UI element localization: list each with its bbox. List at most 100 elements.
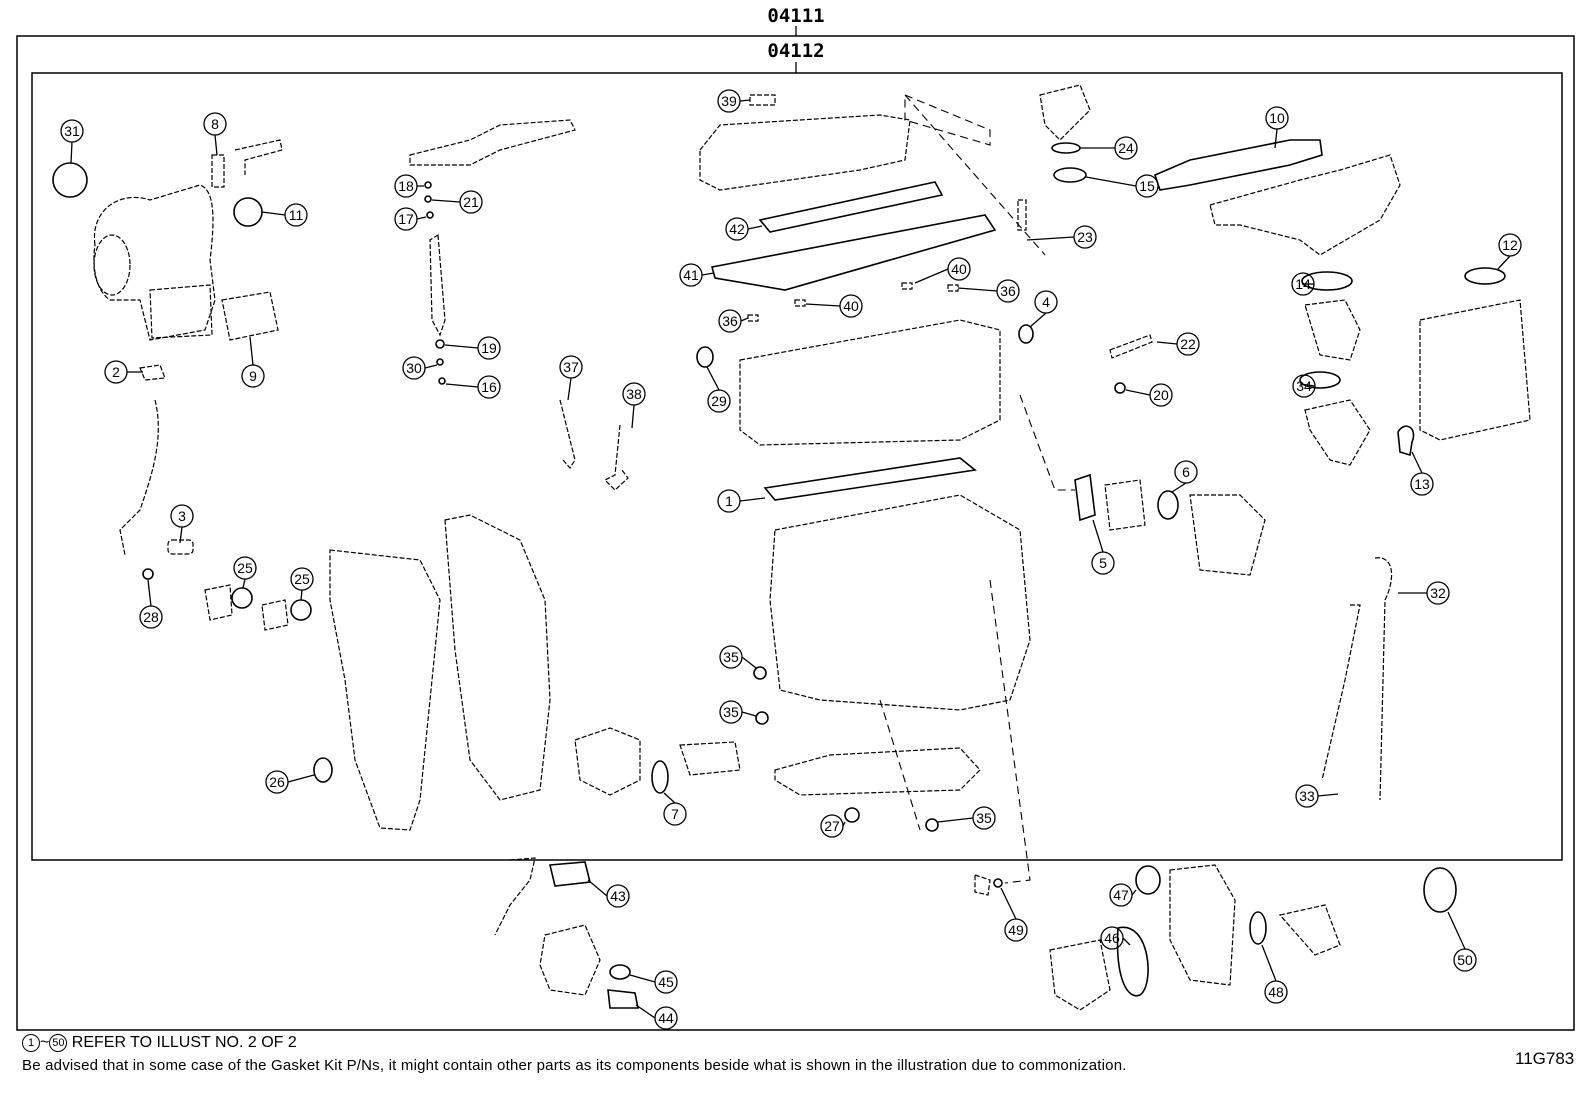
svg-text:35: 35 bbox=[723, 704, 739, 720]
callout-25b[interactable]: 25 bbox=[290, 567, 314, 601]
svg-text:22: 22 bbox=[1180, 336, 1196, 352]
callout-46[interactable]: 46 bbox=[1100, 926, 1131, 950]
svg-text:36: 36 bbox=[1000, 283, 1016, 299]
svg-text:31: 31 bbox=[64, 123, 80, 139]
callout-36a[interactable]: 36 bbox=[718, 309, 749, 333]
callout-8[interactable]: 8 bbox=[203, 112, 227, 156]
callout-2[interactable]: 2 bbox=[104, 360, 143, 384]
callout-22[interactable]: 22 bbox=[1156, 332, 1200, 356]
svg-text:26: 26 bbox=[269, 774, 285, 790]
callout-41[interactable]: 41 bbox=[679, 263, 715, 287]
callout-30[interactable]: 30 bbox=[402, 356, 438, 380]
callout-28[interactable]: 28 bbox=[139, 579, 163, 629]
svg-text:24: 24 bbox=[1118, 140, 1134, 156]
callout-14[interactable]: 14 bbox=[1291, 272, 1315, 296]
svg-text:20: 20 bbox=[1153, 387, 1169, 403]
callout-6[interactable]: 6 bbox=[1171, 460, 1198, 493]
svg-text:17: 17 bbox=[398, 211, 414, 227]
svg-text:16: 16 bbox=[481, 379, 497, 395]
svg-text:21: 21 bbox=[463, 194, 479, 210]
svg-text:10: 10 bbox=[1269, 110, 1285, 126]
callout-45[interactable]: 45 bbox=[629, 970, 678, 994]
callout-39[interactable]: 39 bbox=[717, 89, 751, 113]
callout-1[interactable]: 1 bbox=[717, 489, 766, 513]
svg-text:38: 38 bbox=[626, 386, 642, 402]
callout-35c[interactable]: 35 bbox=[937, 806, 996, 830]
callout-40b[interactable]: 40 bbox=[805, 294, 863, 318]
callout-40a[interactable]: 40 bbox=[914, 257, 971, 284]
callout-21[interactable]: 21 bbox=[431, 190, 483, 214]
callout-9[interactable]: 9 bbox=[241, 336, 265, 388]
callout-20[interactable]: 20 bbox=[1125, 383, 1173, 407]
callout-13[interactable]: 13 bbox=[1410, 451, 1434, 496]
callout-18[interactable]: 18 bbox=[394, 174, 424, 198]
svg-text:23: 23 bbox=[1077, 229, 1093, 245]
svg-text:9: 9 bbox=[249, 368, 257, 384]
svg-text:7: 7 bbox=[671, 806, 679, 822]
svg-text:47: 47 bbox=[1113, 887, 1129, 903]
callout-7[interactable]: 7 bbox=[663, 792, 687, 826]
callout-50[interactable]: 50 bbox=[1447, 911, 1477, 972]
callout-5[interactable]: 5 bbox=[1091, 519, 1115, 575]
callout-27[interactable]: 27 bbox=[820, 814, 846, 838]
svg-text:44: 44 bbox=[658, 1010, 674, 1026]
callout-32[interactable]: 32 bbox=[1398, 581, 1450, 605]
svg-text:3: 3 bbox=[178, 508, 186, 524]
svg-text:33: 33 bbox=[1299, 788, 1315, 804]
svg-text:4: 4 bbox=[1042, 294, 1050, 310]
svg-text:48: 48 bbox=[1268, 984, 1284, 1000]
svg-text:14: 14 bbox=[1295, 276, 1311, 292]
callout-24[interactable]: 24 bbox=[1080, 136, 1138, 160]
callout-31[interactable]: 31 bbox=[60, 119, 84, 164]
callout-44[interactable]: 44 bbox=[635, 1004, 678, 1030]
callout-15[interactable]: 15 bbox=[1085, 174, 1159, 198]
svg-text:19: 19 bbox=[481, 340, 497, 356]
svg-text:39: 39 bbox=[721, 93, 737, 109]
callout-29[interactable]: 29 bbox=[706, 366, 731, 413]
callout-17[interactable]: 17 bbox=[394, 207, 427, 231]
callout-16[interactable]: 16 bbox=[445, 375, 501, 399]
svg-text:6: 6 bbox=[1182, 464, 1190, 480]
callout-37[interactable]: 37 bbox=[559, 355, 583, 401]
svg-text:46: 46 bbox=[1104, 930, 1120, 946]
callout-23[interactable]: 23 bbox=[1026, 225, 1097, 249]
callout-35a[interactable]: 35 bbox=[719, 645, 757, 669]
svg-text:2: 2 bbox=[112, 364, 120, 380]
svg-text:18: 18 bbox=[398, 178, 414, 194]
ref-start-circle: 1 bbox=[22, 1034, 40, 1052]
svg-text:37: 37 bbox=[563, 359, 579, 375]
svg-text:15: 15 bbox=[1139, 178, 1155, 194]
callout-33[interactable]: 33 bbox=[1295, 784, 1339, 808]
callout-43[interactable]: 43 bbox=[587, 879, 630, 908]
callout-3[interactable]: 3 bbox=[170, 504, 194, 544]
top-part-number[interactable]: 04111 bbox=[767, 5, 824, 27]
callout-19[interactable]: 19 bbox=[444, 336, 501, 360]
svg-text:8: 8 bbox=[211, 116, 219, 132]
callout-34[interactable]: 34 bbox=[1292, 374, 1316, 398]
svg-text:25: 25 bbox=[237, 560, 253, 576]
svg-text:32: 32 bbox=[1430, 585, 1446, 601]
svg-text:50: 50 bbox=[1457, 952, 1473, 968]
svg-text:36: 36 bbox=[722, 313, 738, 329]
callout-48[interactable]: 48 bbox=[1261, 944, 1288, 1004]
callout-26[interactable]: 26 bbox=[265, 770, 315, 794]
callout-12[interactable]: 12 bbox=[1496, 233, 1522, 271]
callout-4[interactable]: 4 bbox=[1029, 290, 1058, 328]
callout-25a[interactable]: 25 bbox=[233, 556, 257, 589]
callout-10[interactable]: 10 bbox=[1265, 106, 1289, 149]
callout-36b[interactable]: 36 bbox=[957, 279, 1020, 303]
callout-38[interactable]: 38 bbox=[622, 382, 646, 429]
svg-text:40: 40 bbox=[951, 261, 967, 277]
svg-text:25: 25 bbox=[294, 571, 310, 587]
gasket-kit-note: Be advised that in some case of the Gask… bbox=[22, 1057, 1127, 1074]
callout-49[interactable]: 49 bbox=[1000, 887, 1028, 942]
svg-text:41: 41 bbox=[683, 267, 699, 283]
callout-35b[interactable]: 35 bbox=[719, 700, 757, 724]
inner-part-number[interactable]: 04112 bbox=[767, 40, 824, 62]
callout-42[interactable]: 42 bbox=[725, 217, 763, 241]
svg-text:43: 43 bbox=[610, 888, 626, 904]
ref-tilde: ~ bbox=[40, 1034, 50, 1052]
callout-47[interactable]: 47 bbox=[1109, 883, 1137, 907]
callout-11[interactable]: 11 bbox=[261, 203, 308, 227]
